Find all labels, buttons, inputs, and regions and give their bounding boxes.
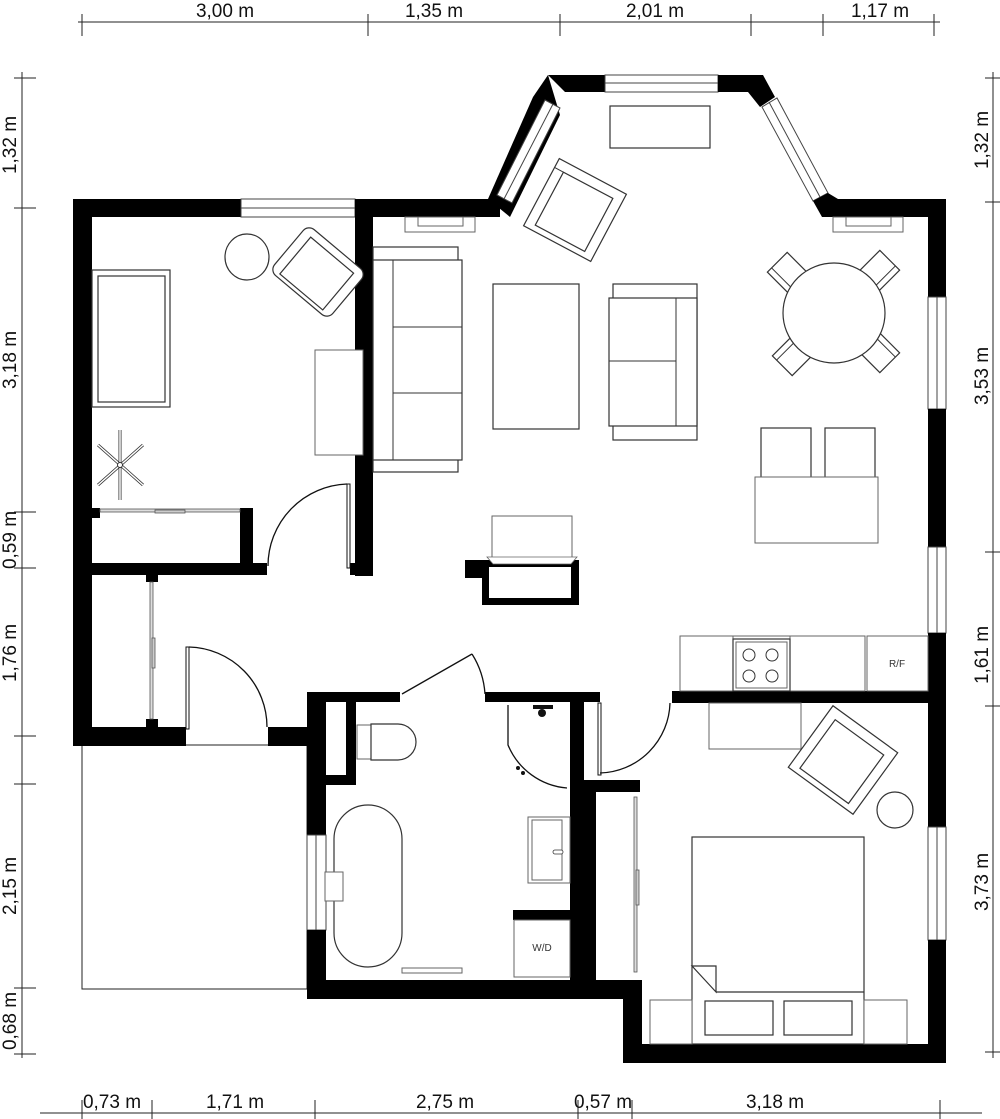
dim-left-6: 0,68 m: [0, 992, 21, 1050]
toilet-icon: [356, 723, 417, 761]
fridge: [866, 635, 929, 692]
dim-top-3: 2,01 m: [626, 1, 684, 22]
dim-right-1: 1,32 m: [972, 111, 993, 169]
dim-bottom-3: 2,75 m: [416, 1092, 474, 1113]
patio-outline: [81, 744, 308, 990]
dim-bottom-2: 1,71 m: [206, 1092, 264, 1113]
dim-left-1: 1,32 m: [0, 116, 21, 174]
dim-top-4: 1,17 m: [851, 1, 909, 22]
sofa-two-seat: [608, 283, 698, 441]
sink-icon: [527, 816, 571, 884]
closet-sliding-door-left-bedroom[interactable]: [99, 508, 241, 514]
door-entrance[interactable]: [185, 646, 268, 730]
side-table-round: [224, 233, 270, 281]
dining-table-round: [766, 249, 901, 377]
towel-rack: [401, 967, 463, 974]
door-bathroom[interactable]: [401, 653, 486, 695]
sofa-three-seat: [372, 246, 463, 473]
dim-right-2: 3,53 m: [972, 347, 993, 405]
tv-console: [609, 105, 711, 149]
bathroom: W/D: [324, 705, 571, 978]
washer-dryer: [513, 919, 571, 978]
dim-left-2: 3,18 m: [0, 331, 21, 389]
dimension-top: 3,00 m 1,35 m 2,01 m 1,17 m: [78, 1, 940, 36]
armchair-bay: [522, 157, 628, 263]
bed-double: [690, 836, 865, 1045]
bathtub: [324, 804, 403, 968]
stove-icon: [732, 638, 791, 692]
shower: [507, 705, 568, 789]
nightstand-left: [649, 999, 693, 1045]
dim-left-4: 1,76 m: [0, 624, 21, 682]
master-bedroom: [649, 702, 914, 1045]
closet-sliding-door-entrance[interactable]: [149, 581, 156, 720]
closet-sliding-door-bedroom[interactable]: [633, 796, 640, 973]
armchair-study: [272, 227, 364, 317]
dimension-right: 1,32 m 3,53 m 1,61 m 3,73 m: [972, 72, 1000, 1058]
dimension-bottom: 0,73 m 1,71 m 2,75 m 0,57 m 3,18 m: [40, 1092, 982, 1119]
work-desk-with-chairs: [754, 427, 879, 544]
dresser: [708, 702, 802, 750]
fridge-label: R/F: [889, 659, 905, 670]
dim-top-1: 3,00 m: [196, 1, 254, 22]
fireplace-hearth: [491, 515, 573, 562]
side-table-bedroom: [876, 791, 914, 829]
dim-right-4: 3,73 m: [972, 853, 993, 911]
kitchen: R/F: [679, 635, 929, 692]
door-left-bedroom[interactable]: [267, 483, 351, 569]
study-room: [91, 227, 364, 500]
dimension-left: 1,32 m 3,18 m 0,59 m 1,76 m 2,15 m 0,68 …: [0, 72, 36, 1058]
coffee-table: [492, 283, 580, 430]
desk: [314, 349, 364, 456]
dim-right-3: 1,61 m: [972, 626, 993, 684]
ceiling-fan-icon: [97, 430, 144, 500]
walls: [73, 74, 947, 1063]
dim-bottom-5: 3,18 m: [746, 1092, 804, 1113]
living-room: [372, 105, 904, 565]
dim-bottom-4: 0,57 m: [574, 1092, 632, 1113]
nightstand-right: [863, 999, 908, 1045]
armchair-bedroom: [787, 704, 899, 816]
washer-dryer-label: W/D: [532, 943, 551, 954]
door-bedroom[interactable]: [597, 702, 671, 776]
dim-left-5: 2,15 m: [0, 857, 21, 915]
dim-left-3: 0,59 m: [0, 511, 21, 569]
dim-bottom-1: 0,73 m: [83, 1092, 141, 1113]
dim-top-2: 1,35 m: [405, 1, 463, 22]
